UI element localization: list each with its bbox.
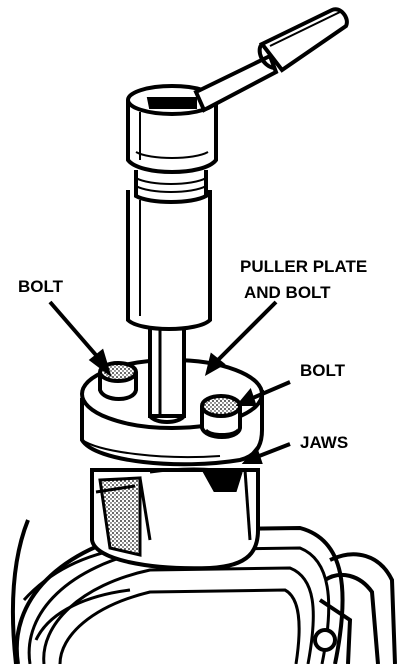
center-shaft <box>148 316 186 424</box>
leader-lines <box>48 300 291 464</box>
ratchet-handle <box>193 7 349 113</box>
socket <box>126 84 218 331</box>
left-bolt <box>98 361 138 401</box>
jaws <box>90 467 260 571</box>
leader-jaws <box>253 442 291 460</box>
leader-puller-plate <box>212 300 278 366</box>
label-puller-plate-line2: AND BOLT <box>244 283 331 302</box>
right-bolt <box>200 394 242 439</box>
label-puller-plate-line1: PULLER PLATE <box>240 257 367 276</box>
leader-bolt-left <box>48 300 104 364</box>
compressor-housing <box>313 552 397 664</box>
label-jaws: JAWS <box>300 433 348 452</box>
label-bolt-right: BOLT <box>300 361 346 380</box>
label-bolt-left: BOLT <box>18 277 64 296</box>
leader-bolt-right <box>247 380 291 402</box>
